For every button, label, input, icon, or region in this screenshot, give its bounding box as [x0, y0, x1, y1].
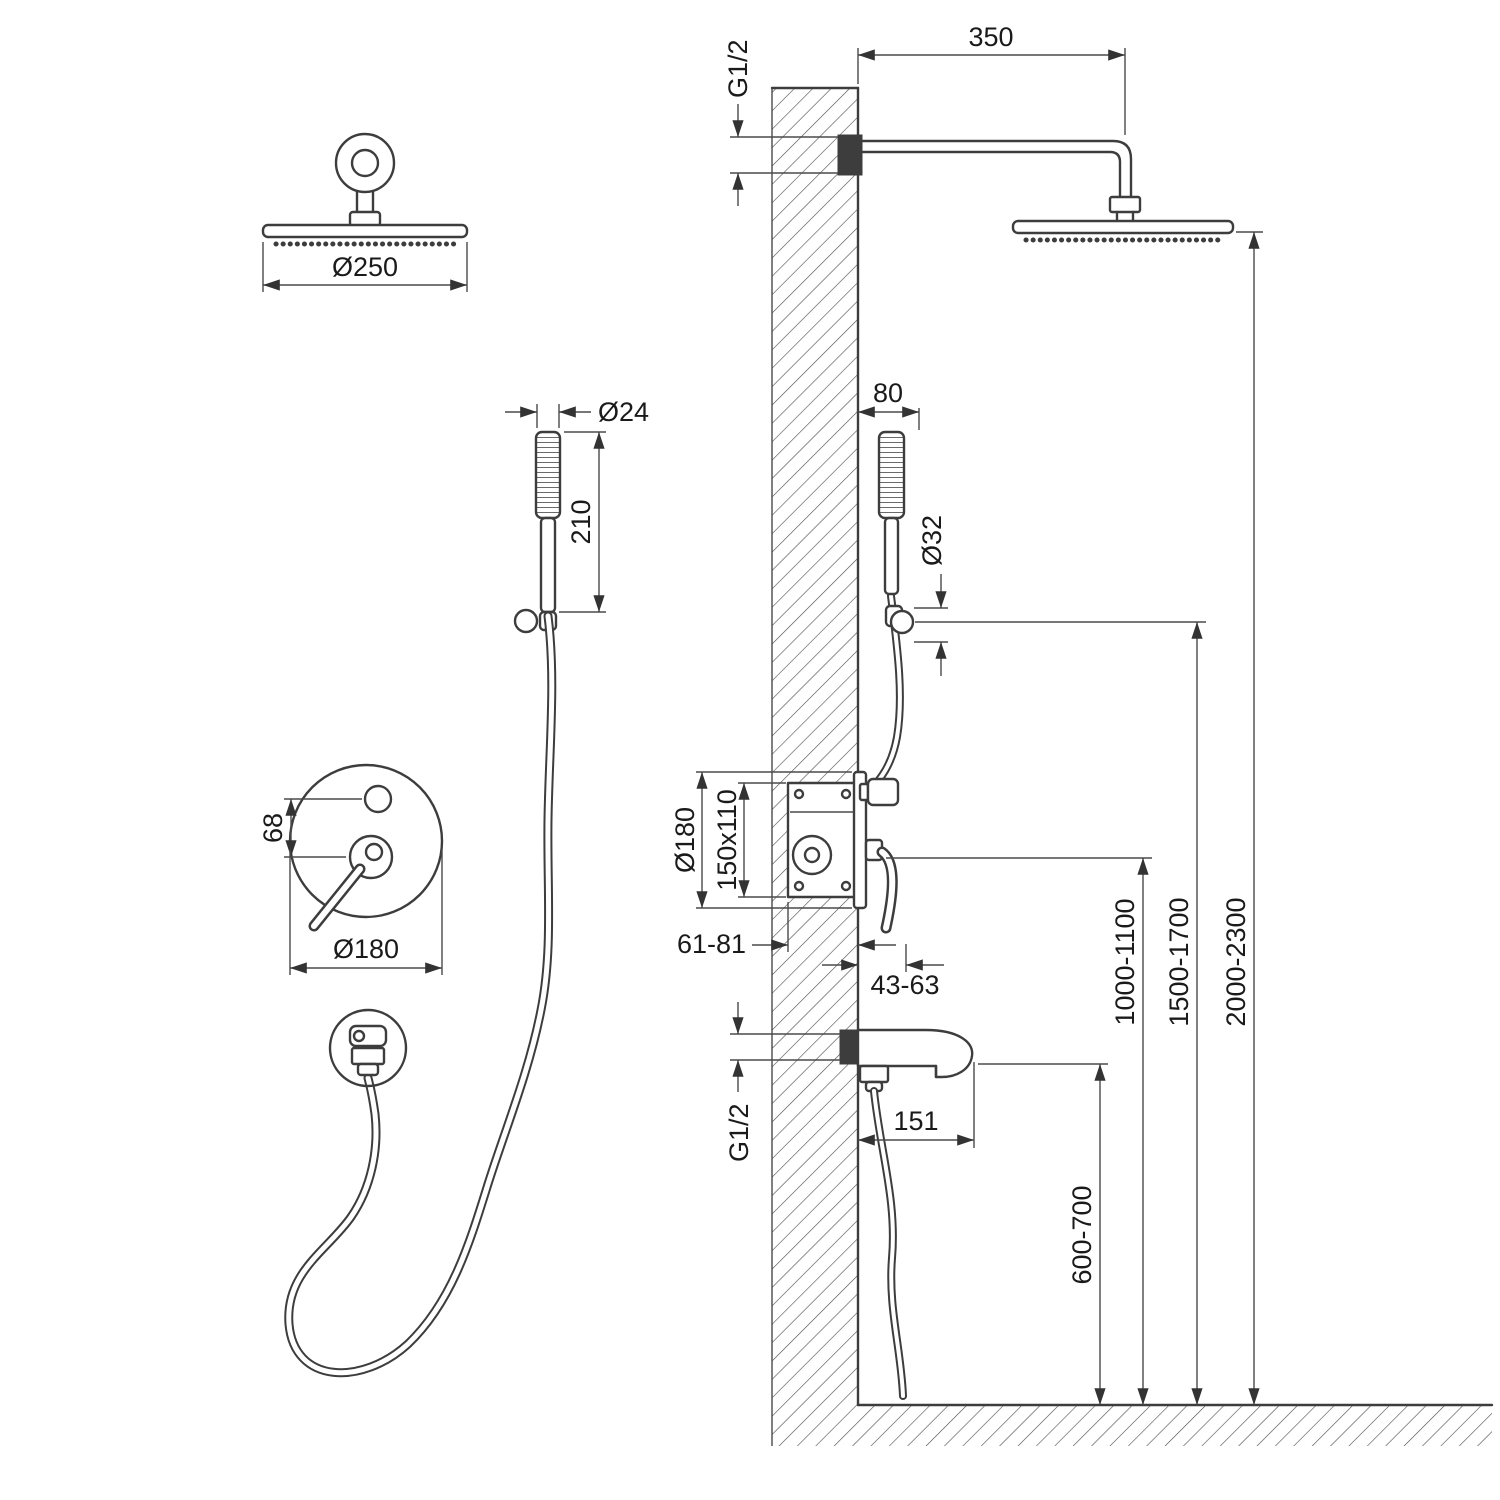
mixer-valve-front-view [288, 763, 444, 932]
hand-shower-side-view [866, 430, 915, 794]
shower-hose-inner [286, 613, 555, 1376]
cartridge-center [803, 846, 821, 864]
wall-section [770, 86, 1494, 1446]
dim-label-spout-length: 151 [893, 1106, 938, 1136]
escutcheon-plate [288, 763, 444, 919]
outlet-port [352, 1029, 366, 1043]
rain-shower-front-view [261, 132, 469, 247]
holder-knob [513, 608, 539, 634]
shower-head-plate-side [1011, 219, 1235, 235]
diverter-knob [363, 784, 393, 814]
hand-shower-handle [539, 516, 557, 614]
rain-shower-side-view [837, 134, 1235, 243]
dim-label-spout-thread: G1/2 [724, 1103, 754, 1162]
box-screw [840, 788, 852, 800]
wall-hatch [772, 88, 858, 1446]
dim-label-holder-height: 1500-1700 [1164, 897, 1194, 1026]
dim-label-head-diameter: Ø250 [332, 252, 398, 282]
shower-arm-outer [860, 139, 1133, 199]
dim-label-handshower-diameter: Ø24 [598, 397, 649, 427]
spout-side-view [839, 1028, 974, 1400]
dim-label-arm-thread: G1/2 [723, 39, 753, 98]
shower-arm-stem [355, 189, 375, 215]
hand-shower-hose-inner [868, 594, 902, 792]
outlet-body [348, 1024, 388, 1048]
dim-label-plate-diameter: Ø180 [333, 934, 399, 964]
shower-arm-inner [860, 150, 1122, 199]
dimensions: Ø250 Ø24 210 68 Ø180 350 G1/2 [258, 22, 1263, 1405]
mixer-valve-side-view [786, 770, 900, 934]
box-screw [793, 788, 805, 800]
box-screw [793, 880, 805, 892]
mixer-lever-inner [311, 866, 363, 929]
dim-label-box-depth: 61-81 [677, 929, 746, 959]
head-stem [1115, 210, 1135, 223]
box-screw [840, 880, 852, 892]
hand-shower-front-view [284, 430, 562, 1378]
outlet-escutcheon [328, 1008, 408, 1088]
hand-shower-handle-side [883, 516, 900, 596]
outlet-nut [350, 1046, 386, 1066]
dim-label-head-height: 2000-2300 [1221, 897, 1251, 1026]
wall-outlet-front-view [328, 1008, 408, 1088]
ceiling-mount-hub [350, 148, 380, 178]
shower-hose-outline [284, 611, 557, 1378]
ceiling-mount-ring [334, 132, 396, 194]
hand-shower-head [534, 430, 562, 520]
dim-label-box-size: 150x110 [712, 789, 742, 891]
dim-label-handshower-offset: 80 [873, 378, 903, 408]
cartridge-circle [791, 834, 833, 876]
spout-hose-nut [858, 1064, 890, 1084]
hand-shower-head-side [877, 430, 906, 520]
lever-hub [364, 842, 384, 862]
dim-label-mixer-height: 1000-1100 [1110, 898, 1140, 1025]
hose-collar [356, 1062, 380, 1077]
dim-label-holder-diameter: Ø32 [917, 515, 947, 566]
floor-hatch [858, 1405, 1492, 1446]
arm-wall-flange [837, 134, 863, 176]
diverter-knob-side [866, 777, 900, 807]
dim-label-handle-spacing: 68 [258, 813, 288, 843]
dim-label-handshower-length: 210 [566, 499, 596, 544]
dim-label-plate-diameter-side: Ø180 [670, 807, 700, 873]
dim-label-arm-length: 350 [968, 22, 1013, 52]
dim-label-handle-depth: 43-63 [870, 970, 939, 1000]
escutcheon-edge [852, 770, 868, 910]
dim-label-spout-height: 600-700 [1067, 1185, 1097, 1284]
lever-base [348, 834, 394, 880]
head-connector-nut [1108, 195, 1142, 214]
holder-knob-side [889, 609, 915, 635]
shower-head-plate [261, 223, 469, 239]
lever-inner-side [879, 849, 896, 931]
